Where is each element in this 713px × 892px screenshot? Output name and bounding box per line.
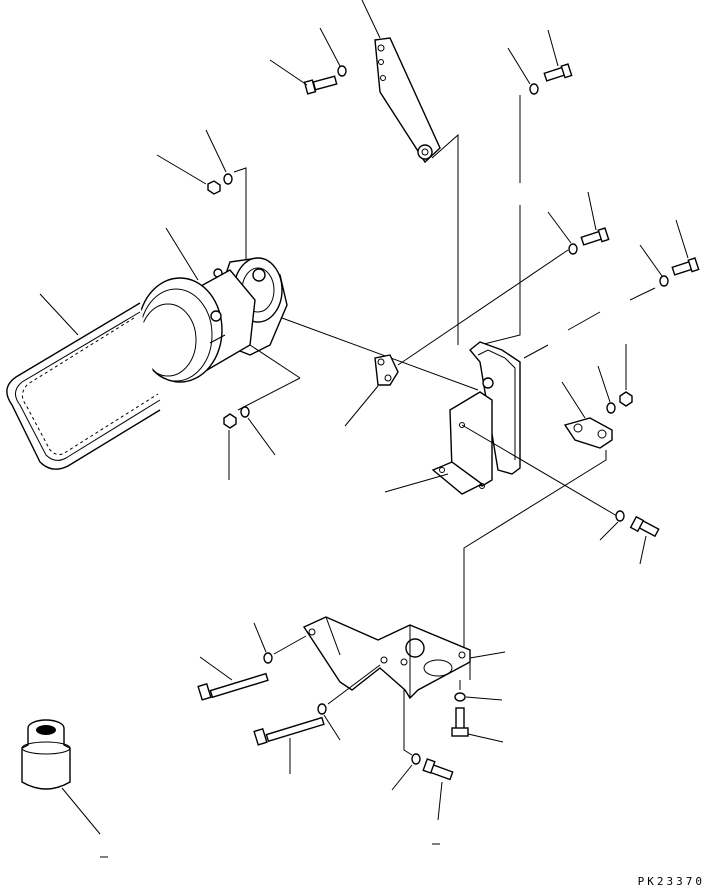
nut-icon bbox=[223, 413, 237, 429]
nut-icon bbox=[619, 391, 633, 407]
nut-icon bbox=[207, 180, 221, 195]
washer-icon bbox=[337, 65, 347, 77]
bolt-icon bbox=[580, 227, 610, 246]
washer-icon bbox=[317, 703, 327, 715]
bolt-icon bbox=[197, 672, 269, 701]
pulley-idler bbox=[21, 719, 101, 835]
v-belt bbox=[6, 293, 161, 470]
bolt-icon bbox=[629, 515, 660, 538]
bolt-icon bbox=[451, 707, 469, 737]
small-bracket bbox=[561, 381, 613, 449]
bolt-icon bbox=[422, 758, 454, 781]
washer-icon bbox=[454, 692, 466, 702]
clip-bracket bbox=[344, 354, 399, 427]
bolt-icon bbox=[303, 75, 338, 95]
washer-icon bbox=[223, 173, 233, 185]
washer-icon bbox=[659, 275, 669, 287]
compressor bbox=[137, 227, 288, 383]
washer-icon bbox=[240, 406, 250, 418]
bolt-icon bbox=[253, 716, 325, 746]
washer-icon bbox=[568, 243, 578, 255]
washer-icon bbox=[529, 83, 539, 95]
adjust-link-bracket bbox=[361, 0, 441, 164]
washer-icon bbox=[615, 510, 625, 522]
washer-icon bbox=[606, 402, 616, 414]
bolt-icon bbox=[543, 63, 573, 82]
washer-icon bbox=[411, 753, 421, 765]
bolt-icon bbox=[671, 257, 700, 276]
base-plate bbox=[302, 616, 471, 700]
mount-bracket bbox=[384, 341, 521, 495]
drawing-code-label: PK23370 bbox=[637, 875, 705, 888]
washer-icon bbox=[263, 652, 273, 664]
